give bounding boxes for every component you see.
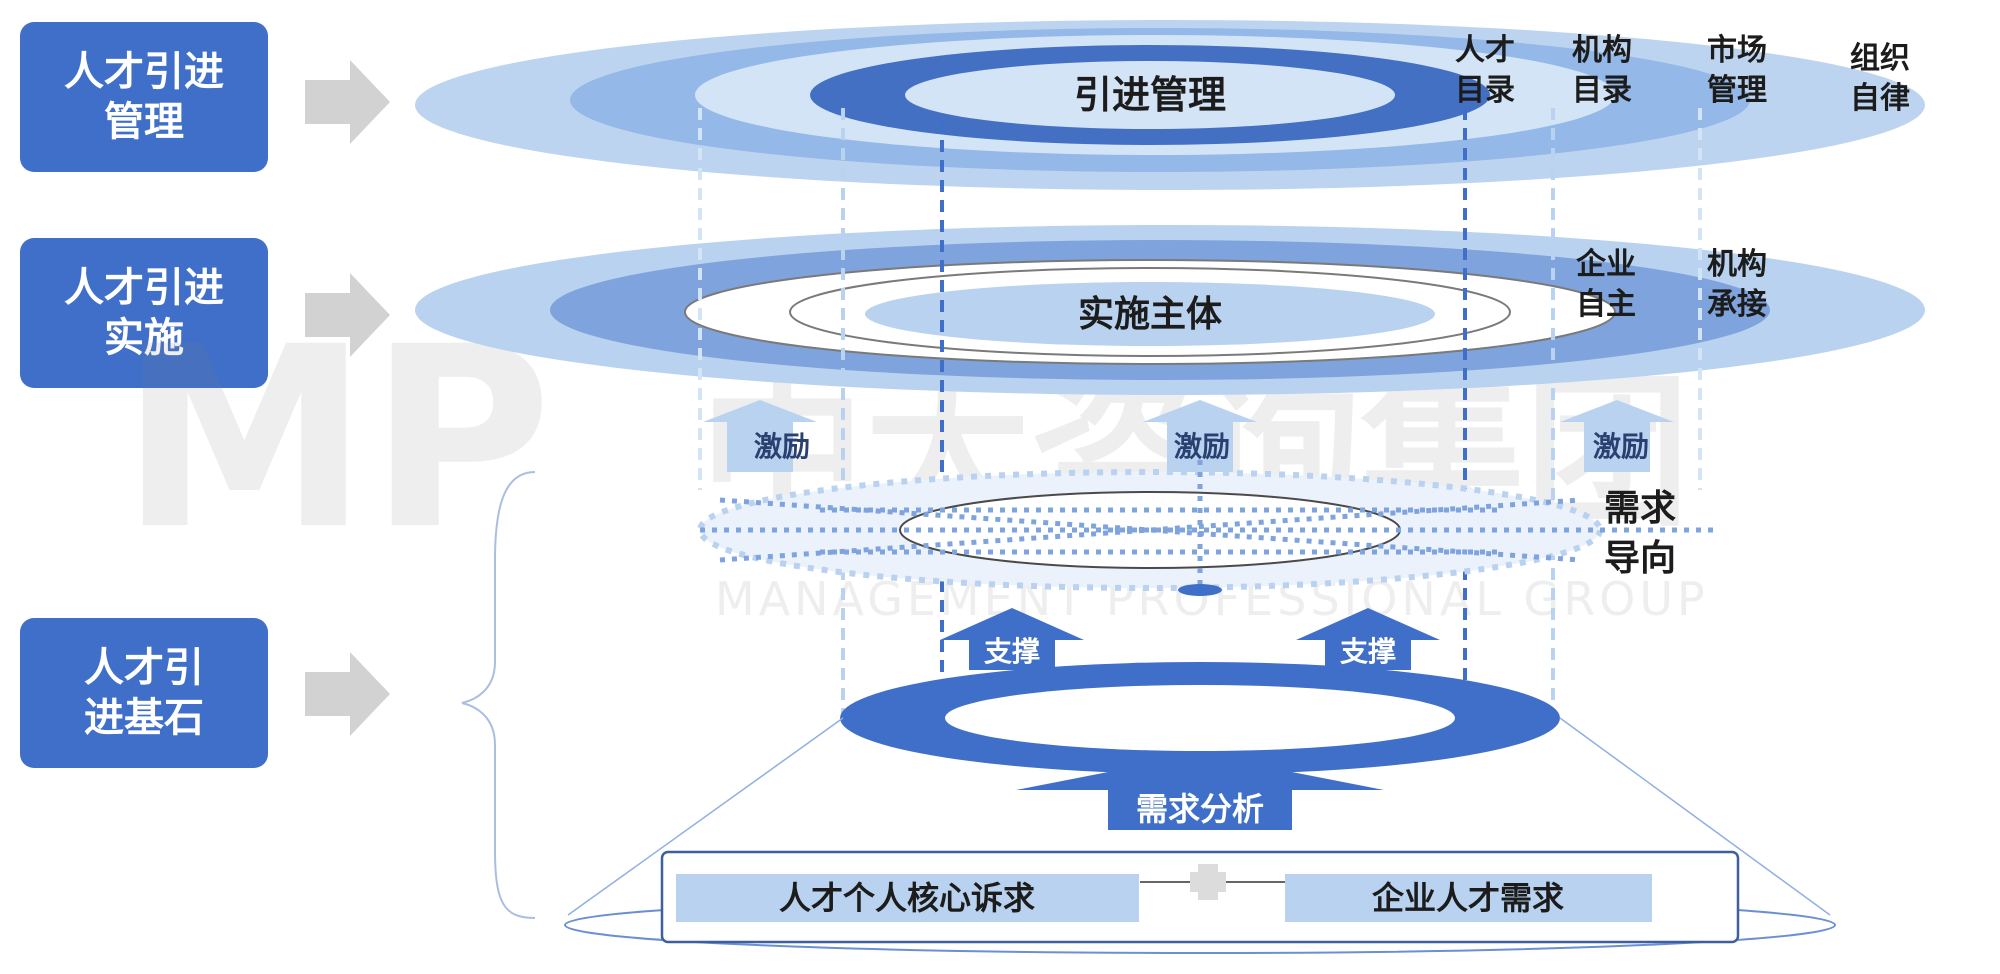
base-ring-inner [945, 685, 1455, 751]
arrow-right-icon [305, 60, 390, 144]
support-arrow: 支撑 [1296, 608, 1440, 670]
demand-analysis-arrow: 需求分析 [1016, 754, 1384, 830]
incentive-arrow: 激励 [1560, 400, 1674, 472]
personal-needs-box [676, 874, 1139, 922]
ring-label-market-mgmt-line2: 管理 [1707, 73, 1767, 108]
mid-center-label: 实施主体 [1078, 294, 1222, 335]
mid-ring-labels: 企业 自主 机构 承接 [1576, 247, 1767, 322]
cone-lines [567, 717, 1831, 916]
ring-label-org-undertake-line1: 机构 [1707, 247, 1767, 282]
ring-label-market-mgmt-line1: 市场 [1707, 33, 1767, 68]
ring-label-org-undertake-line2: 承接 [1707, 287, 1767, 322]
ring-label-org-catalog-line1: 机构 [1572, 33, 1632, 68]
support-arrows: 支撑 支撑 [940, 608, 1440, 670]
ring-label-org-catalog-line2: 目录 [1572, 73, 1632, 108]
personal-needs-label: 人才个人核心诉求 [779, 879, 1035, 917]
enterprise-needs-label: 企业人才需求 [1372, 879, 1564, 917]
ring-label-self-discipline-line1: 组织 [1850, 41, 1910, 76]
demand-orientation-line1: 需求 [1604, 488, 1676, 529]
plus-icon [1190, 864, 1226, 900]
brace [461, 471, 536, 919]
top-center-label: 引进管理 [1074, 73, 1226, 117]
demand-orientation-line2: 导向 [1604, 538, 1676, 579]
svg-text:激励: 激励 [754, 430, 810, 463]
svg-text:激励: 激励 [1593, 430, 1649, 463]
support-arrow: 支撑 [940, 608, 1084, 670]
ring-label-talent-catalog-line1: 人才 [1455, 33, 1515, 68]
ring-label-talent-catalog-line2: 目录 [1455, 73, 1515, 108]
ring-label-enterprise-line1: 企业 [1576, 247, 1636, 282]
level-arrows [305, 60, 390, 736]
enterprise-needs-box [1285, 874, 1652, 922]
demand-analysis-label: 需求分析 [1136, 790, 1264, 828]
arrow-right-icon [305, 273, 390, 357]
arrow-right-icon [305, 652, 390, 736]
incentive-arrow: 激励 [1143, 400, 1257, 472]
svg-text:支撑: 支撑 [1340, 635, 1396, 668]
incentive-arrows: 激励 激励 激励 [703, 400, 1674, 472]
top-ring-labels: 人才 目录 机构 目录 市场 管理 组织 自律 [1455, 33, 1910, 116]
top-layer: 引进管理 [415, 20, 1925, 190]
level-box-management: 人才引进 管理 [20, 22, 268, 172]
ring-label-enterprise-line2: 自主 [1576, 287, 1636, 322]
middle-layer: 实施主体 [415, 225, 1925, 395]
incentive-arrow: 激励 [703, 400, 817, 472]
svg-text:激励: 激励 [1174, 430, 1230, 463]
demand-layer: 需求 导向 [697, 460, 1720, 596]
svg-text:支撑: 支撑 [984, 635, 1040, 668]
level-box-implementation: 人才引进 实施 [20, 238, 268, 388]
ring-label-self-discipline-line2: 自律 [1850, 81, 1910, 116]
guide-lines [698, 108, 1702, 715]
level-box-foundation: 人才引 进基石 [20, 618, 268, 768]
